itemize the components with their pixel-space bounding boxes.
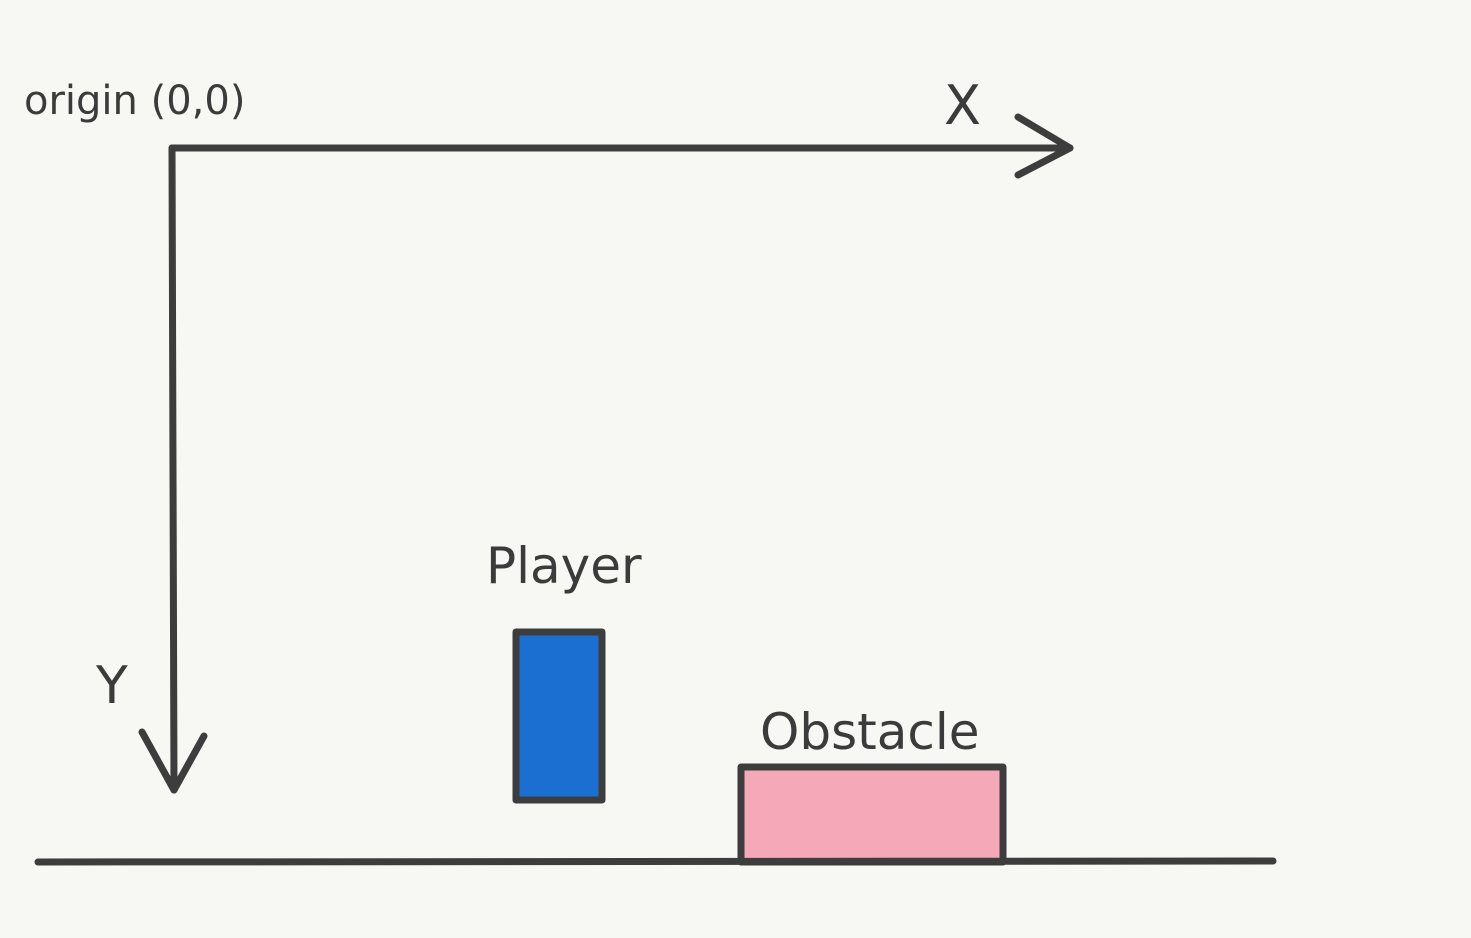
- ground-line: [34, 857, 1277, 866]
- y-axis-line: [168, 144, 178, 794]
- obstacle-rect: [737, 763, 1007, 866]
- x-axis-arrowhead: [1014, 113, 1074, 179]
- player-label: Player: [486, 537, 642, 595]
- player-rect: [512, 628, 606, 804]
- y-axis-label: Y: [95, 656, 128, 716]
- x-axis-label: X: [944, 74, 981, 137]
- origin-label: origin (0,0): [24, 78, 245, 124]
- y-axis-arrowhead: [138, 728, 208, 794]
- obstacle-label: Obstacle: [760, 703, 980, 761]
